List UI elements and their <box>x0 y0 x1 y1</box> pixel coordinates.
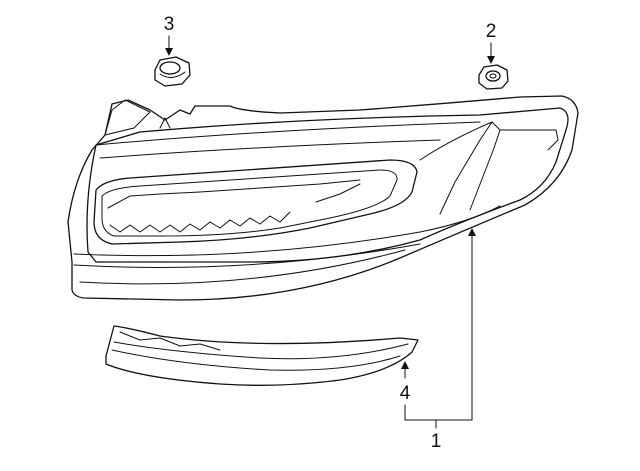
reflector-lens[interactable] <box>105 325 419 386</box>
callout-4-label: 4 <box>400 383 411 404</box>
callout-2-label: 2 <box>486 21 497 42</box>
callout-3-label: 3 <box>164 14 175 35</box>
callout-1-label: 1 <box>431 431 442 452</box>
leader-lines <box>165 35 495 429</box>
tail-lamp-assembly[interactable] <box>67 95 579 301</box>
nut-large-icon[interactable] <box>154 56 191 87</box>
nut-small-icon[interactable] <box>478 64 509 90</box>
